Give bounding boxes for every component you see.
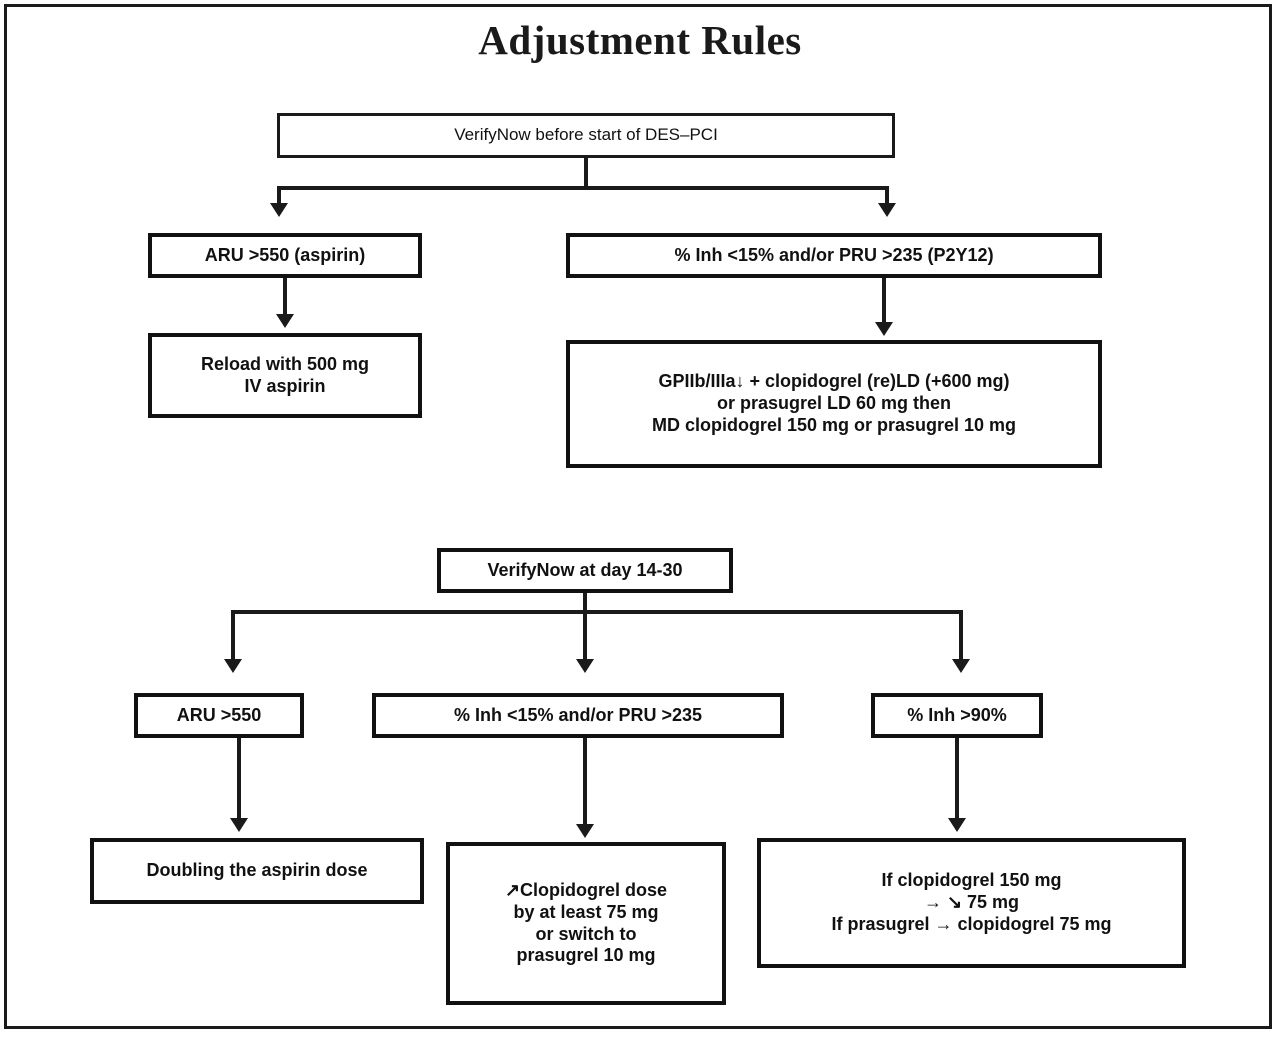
stage-two-lowinh-arrowhead bbox=[576, 824, 594, 838]
stage-two-left-drop bbox=[231, 610, 235, 663]
stage-one-p2y12-arrowhead bbox=[875, 322, 893, 336]
stage-two-action-aspirin: Doubling the aspirin dose bbox=[90, 838, 424, 904]
stage-one-action-aspirin: Reload with 500 mg IV aspirin bbox=[148, 333, 422, 418]
stage-two-aspirin-connector bbox=[237, 738, 241, 822]
stage-two-condition-highinh: % Inh >90% bbox=[871, 693, 1043, 738]
stage-one-right-drop bbox=[885, 186, 889, 207]
stage-one-root-stem bbox=[584, 158, 588, 186]
figure-title: Adjustment Rules bbox=[478, 17, 802, 63]
stage-two-left-arrowhead bbox=[224, 659, 242, 673]
stage-two-root-label: VerifyNow at day 14-30 bbox=[487, 559, 683, 580]
stage-two-action-lowinh-label: ↗Clopidogrel dose by at least 75 mg or s… bbox=[504, 879, 668, 966]
stage-two-condition-lowinh-label: % Inh <15% and/or PRU >235 bbox=[453, 704, 703, 725]
stage-two-root-box: VerifyNow at day 14-30 bbox=[437, 548, 733, 593]
stage-one-bus bbox=[277, 186, 889, 190]
stage-two-bus bbox=[231, 610, 963, 614]
stage-two-middle-arrowhead bbox=[576, 659, 594, 673]
stage-two-condition-lowinh: % Inh <15% and/or PRU >235 bbox=[372, 693, 784, 738]
stage-two-condition-highinh-label: % Inh >90% bbox=[907, 704, 1007, 725]
stage-two-highinh-connector bbox=[955, 738, 959, 822]
stage-two-action-aspirin-label: Doubling the aspirin dose bbox=[146, 860, 368, 881]
stage-two-right-arrowhead bbox=[952, 659, 970, 673]
figure-border bbox=[4, 4, 1272, 1029]
stage-one-action-p2y12: GPIIb/IIIa↓ + clopidogrel (re)LD (+600 m… bbox=[566, 340, 1102, 468]
stage-one-left-arrowhead bbox=[270, 203, 288, 217]
stage-one-condition-aspirin: ARU >550 (aspirin) bbox=[148, 233, 422, 278]
stage-two-action-lowinh: ↗Clopidogrel dose by at least 75 mg or s… bbox=[446, 842, 726, 1005]
stage-one-aspirin-arrowhead bbox=[276, 314, 294, 328]
stage-one-p2y12-connector bbox=[882, 278, 886, 326]
stage-one-root-label: VerifyNow before start of DES–PCI bbox=[454, 125, 718, 145]
stage-two-condition-aspirin-label: ARU >550 bbox=[176, 704, 262, 725]
stage-two-action-highinh: If clopidogrel 150 mg → ↘ 75 mg If prasu… bbox=[757, 838, 1186, 968]
stage-one-condition-p2y12: % Inh <15% and/or PRU >235 (P2Y12) bbox=[566, 233, 1102, 278]
stage-two-lowinh-connector bbox=[583, 738, 587, 828]
stage-one-right-arrowhead bbox=[878, 203, 896, 217]
stage-one-root-box: VerifyNow before start of DES–PCI bbox=[277, 113, 895, 158]
stage-one-action-aspirin-label: Reload with 500 mg IV aspirin bbox=[200, 353, 370, 396]
stage-two-action-highinh-label: If clopidogrel 150 mg → ↘ 75 mg If prasu… bbox=[831, 870, 1112, 934]
stage-two-right-drop bbox=[959, 610, 963, 663]
stage-one-condition-p2y12-label: % Inh <15% and/or PRU >235 (P2Y12) bbox=[674, 244, 994, 265]
stage-two-aspirin-arrowhead bbox=[230, 818, 248, 832]
stage-one-left-drop bbox=[277, 186, 281, 207]
stage-two-root-stem bbox=[583, 593, 587, 612]
stage-two-condition-aspirin: ARU >550 bbox=[134, 693, 304, 738]
stage-one-aspirin-connector bbox=[283, 278, 287, 318]
stage-two-highinh-arrowhead bbox=[948, 818, 966, 832]
stage-one-condition-aspirin-label: ARU >550 (aspirin) bbox=[204, 244, 366, 265]
stage-two-middle-drop bbox=[583, 610, 587, 663]
stage-one-action-p2y12-label: GPIIb/IIIa↓ + clopidogrel (re)LD (+600 m… bbox=[651, 371, 1017, 435]
